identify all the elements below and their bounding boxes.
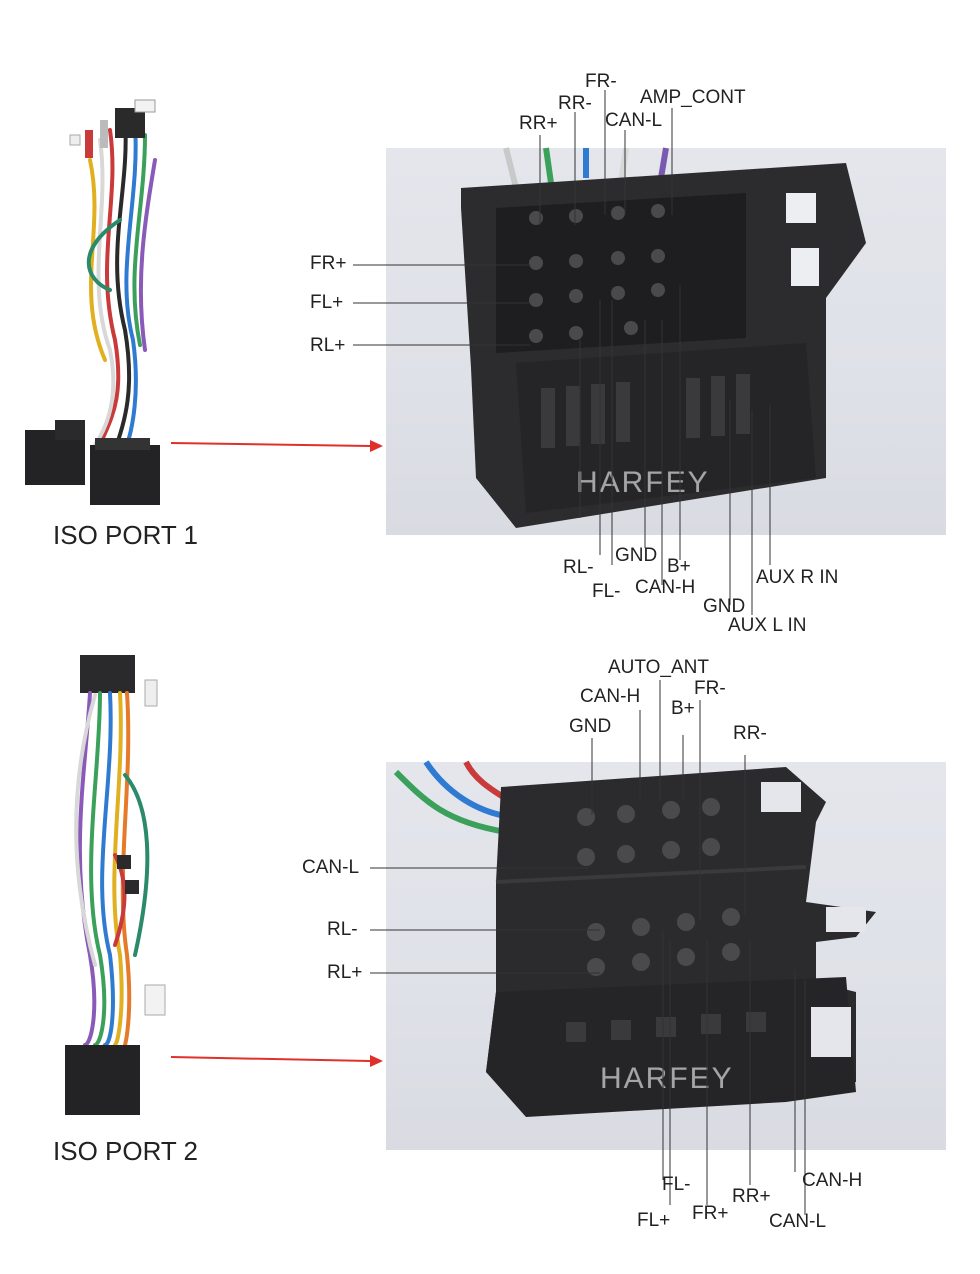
pin-label-bottom: GND (703, 596, 746, 617)
pin-label-top: CAN-L (605, 110, 663, 131)
pin-label-top: GND (569, 716, 612, 737)
pin-label-top: CAN-H (580, 686, 641, 707)
connector-1-illustration (461, 147, 866, 528)
pin-label-left: FL+ (310, 292, 344, 313)
pin-label-left: RL+ (327, 962, 363, 983)
pin-label-bottom: CAN-H (802, 1170, 863, 1191)
pin-label-left: CAN-L (302, 857, 360, 878)
pin-label-top: AMP_CONT (640, 87, 746, 108)
pin-label-bottom: RL- (563, 557, 594, 578)
pin-label-top: RR- (558, 93, 592, 114)
harness-1-illustration (25, 99, 160, 505)
pin-label-top: RR- (733, 723, 767, 744)
pin-label-left: RL+ (310, 335, 346, 356)
pin-label-bottom: AUX R IN (756, 567, 839, 588)
pin-label-bottom: B+ (667, 556, 691, 577)
pin-label-left: RL- (327, 919, 358, 940)
arrow-icon (170, 440, 383, 452)
pin-label-bottom: CAN-H (635, 577, 696, 598)
leader-lines-1 (353, 90, 771, 615)
pin-label-top: AUTO_ANT (608, 657, 710, 678)
pin-label-bottom: FR+ (692, 1203, 729, 1224)
pin-label-top: RR+ (519, 113, 558, 134)
connector-2-illustration (393, 760, 876, 1117)
pin-label-bottom: AUX L IN (728, 615, 807, 636)
harness-2-illustration (65, 655, 166, 1115)
pin-label-top: FR- (585, 71, 617, 92)
pin-label-top: B+ (671, 698, 695, 719)
port-title: ISO PORT 1 (53, 520, 198, 550)
watermark: HARFEY (600, 1062, 734, 1095)
pin-label-bottom: FL- (592, 581, 621, 602)
pin-label-bottom: FL+ (637, 1210, 671, 1231)
leader-lines-2 (370, 680, 806, 1215)
pin-label-bottom: CAN-L (769, 1211, 827, 1232)
port-title: ISO PORT 2 (53, 1136, 198, 1166)
watermark: HARFEY (576, 466, 710, 499)
pin-label-bottom: GND (615, 545, 658, 566)
pin-label-left: FR+ (310, 253, 347, 274)
pin-label-bottom: FL- (662, 1174, 691, 1195)
pin-label-bottom: RR+ (732, 1186, 771, 1207)
pin-label-top: FR- (694, 678, 726, 699)
arrow-icon (170, 1055, 383, 1067)
